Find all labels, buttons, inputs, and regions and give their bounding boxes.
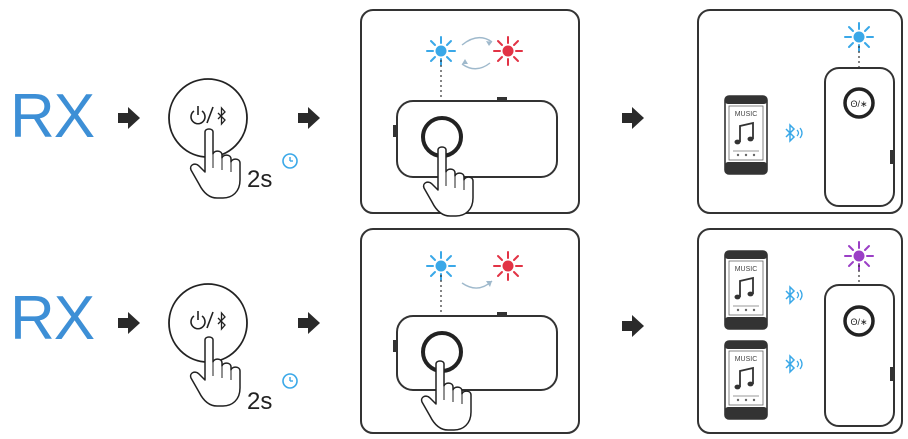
pairing-step-panel [360,228,580,434]
rx-mode-label: RX [10,284,95,353]
arrow-right-icon [622,107,644,129]
hold-duration-label: 2s [247,388,273,415]
receiver-device-icon [396,315,558,391]
timer-icon [282,153,298,169]
rx-mode-label: RX [10,82,95,151]
led-flash-icon [493,251,523,281]
phone-icon [724,95,768,175]
led-flash-icon [493,36,523,66]
pairing-step-panel [360,9,580,217]
arrow-right-icon [118,107,140,129]
phone-icon [724,340,768,420]
result-panel: ʘ/∗ [697,228,903,434]
svg-text:ʘ/∗: ʘ/∗ [850,317,867,327]
receiver-device-icon [824,284,895,427]
timer-icon [282,373,298,389]
svg-text:ʘ/∗: ʘ/∗ [850,99,867,109]
receiver-device-icon [396,100,558,178]
arrow-right-icon [118,312,140,334]
result-panel: ʘ/∗ [697,9,903,214]
arrow-right-icon [298,107,320,129]
arrow-right-icon [298,312,320,334]
arrow-right-icon [622,315,644,337]
hold-duration-label: 2s [247,166,273,193]
phone-icon [724,250,768,330]
receiver-device-icon [824,67,895,207]
